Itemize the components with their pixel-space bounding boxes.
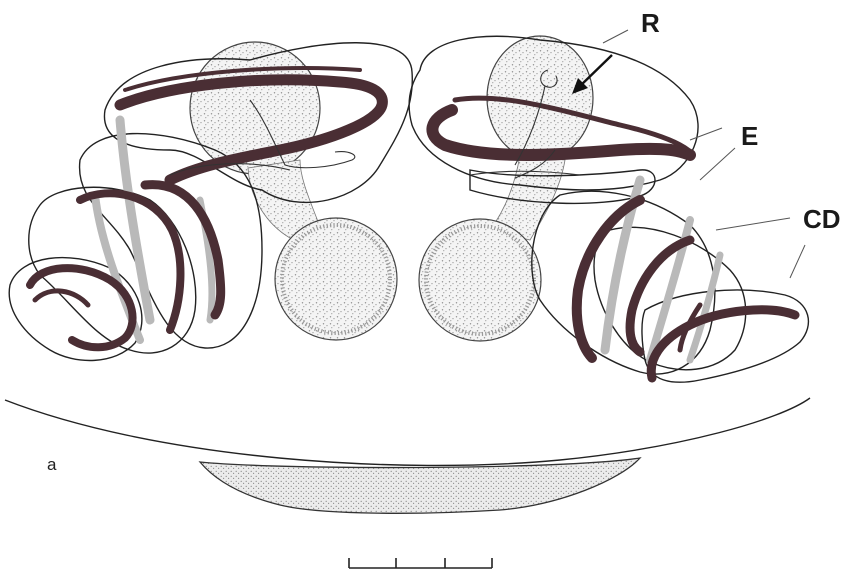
epigynal-plate bbox=[200, 458, 640, 513]
label-embolus: E bbox=[741, 123, 758, 149]
epigynal-plate-edge bbox=[5, 398, 810, 465]
label-receptacle: R bbox=[641, 10, 660, 36]
left-structures bbox=[9, 42, 412, 360]
panel-label: a bbox=[47, 456, 56, 473]
scale-bar bbox=[349, 558, 492, 568]
right-structures bbox=[409, 36, 808, 382]
left-receptacle-lower bbox=[275, 218, 397, 340]
right-receptacle-lower bbox=[419, 219, 541, 341]
label-copulatory-duct: CD bbox=[803, 206, 841, 232]
